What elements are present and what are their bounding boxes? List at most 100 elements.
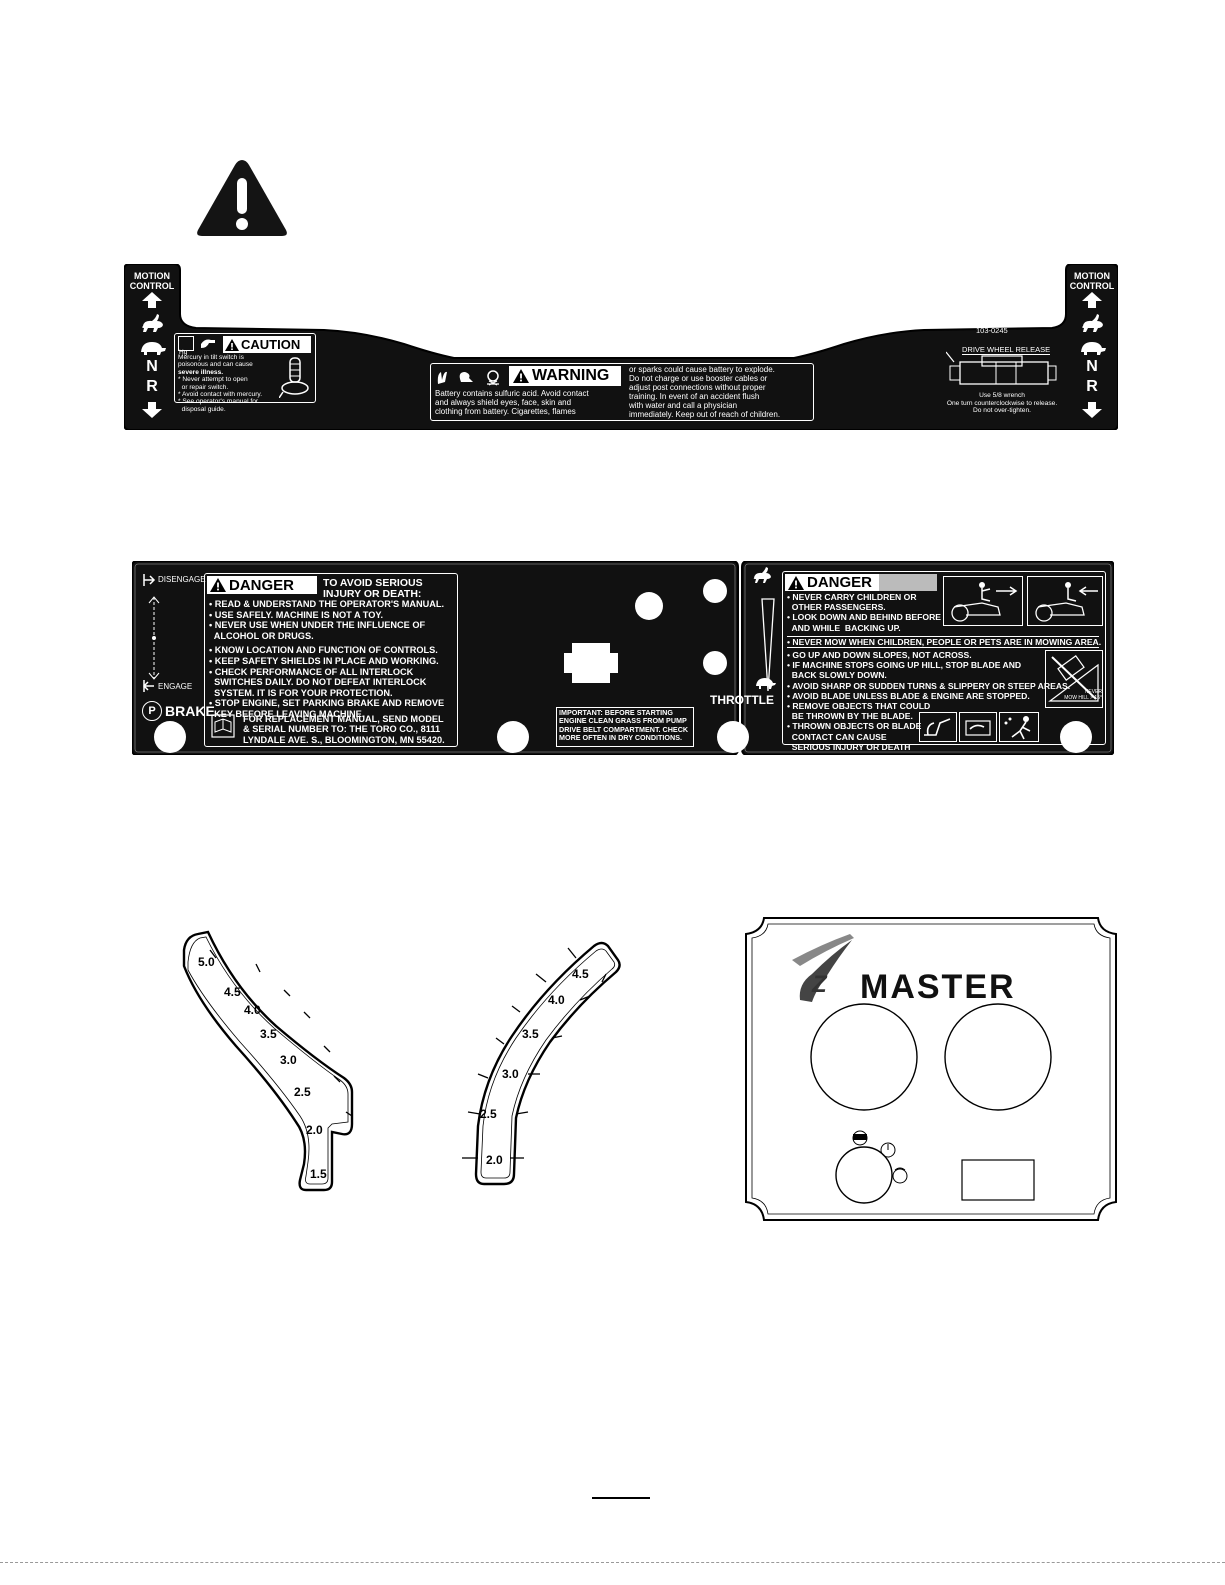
gauge-right-label: 2.0 — [486, 1153, 503, 1167]
warning-heading: WARNING — [532, 367, 610, 384]
hand-hazard-pictogram — [959, 712, 997, 742]
gauge-left-tick — [283, 989, 291, 997]
danger-panel-left: DANGER TO AVOID SERIOUS INJURY OR DEATH:… — [204, 573, 458, 747]
turtle-icon — [141, 342, 166, 355]
gauge-right-label: 3.0 — [502, 1067, 519, 1081]
warning-header: WARNING — [509, 366, 621, 386]
gauge-left-tick — [255, 963, 261, 973]
gauge-left-tick — [209, 949, 217, 959]
reverse-label-right: R — [1086, 378, 1098, 395]
drive-release-diagram — [946, 351, 1057, 385]
rabbit-icon — [142, 314, 163, 332]
gauge-right-tick — [477, 1073, 489, 1079]
disengage-arrow-icon — [143, 574, 156, 586]
never-mow-line: • NEVER MOW WHEN CHILDREN, PEOPLE OR PET… — [787, 636, 1102, 649]
gauge-right-labels: 4.5 4.0 3.5 3.0 2.5 2.0 — [480, 967, 589, 1167]
tilt-switch-icon — [279, 357, 309, 398]
engage-arrow-icon — [142, 680, 154, 692]
throttle-label: THROTTLE — [710, 693, 774, 707]
warning-triangle-icon — [197, 160, 287, 236]
gauge-right-tick — [601, 973, 607, 983]
ignition-opening — [835, 1146, 893, 1204]
battery-warning-panel: WARNING Battery contains sulfuric acid. … — [430, 363, 814, 421]
neutral-label-right: N — [1086, 358, 1098, 375]
gauge-right-tick — [511, 1005, 521, 1013]
gauge-right-tick — [495, 1037, 505, 1045]
zmaster-dash-plate: Z MASTER — [745, 917, 1117, 1221]
motion-control-decal: MOTION CONTROL N R MOTION CONTROL N R CA… — [124, 264, 1118, 430]
manual-book-icon — [211, 714, 235, 738]
gauge-right-ticks — [462, 947, 607, 1159]
turtle-icon — [756, 678, 776, 689]
rabbit-icon — [753, 567, 771, 583]
rabbit-icon — [1082, 314, 1103, 332]
slope-pictogram: NEVER MOW HILL > 15° — [1045, 650, 1103, 708]
gauge-right-tick — [467, 1111, 481, 1115]
gauge-left-tick — [345, 1111, 353, 1117]
never-mow-hill-label: NEVER MOW HILL > 15° — [1064, 689, 1102, 701]
hand-icon — [201, 339, 215, 348]
warning-text-left: Battery contains sulfuric acid. Avoid co… — [435, 389, 589, 416]
hg-label: Hg — [179, 349, 188, 356]
warning-text-right: or sparks could cause battery to explode… — [629, 365, 781, 419]
drive-release-text: Use 5/8 wrench One turn counterclockwise… — [946, 392, 1058, 415]
danger-heading-left: DANGER — [229, 576, 295, 594]
caution-heading: CAUTION — [241, 337, 301, 352]
brake-label: BRAKE — [165, 703, 215, 719]
manual-note: FOR REPLACEMENT MANUAL, SEND MODEL & SER… — [243, 714, 445, 745]
zmaster-z-swoosh — [799, 940, 852, 1002]
caution-panel: CAUTION Hg Mercury in tilt switch is poi… — [174, 333, 316, 413]
motion-control-label-left: MOTION CONTROL — [129, 271, 175, 291]
gauge-right-tick — [567, 947, 577, 959]
danger-list-right-mid: • GO UP AND DOWN SLOPES, NOT ACROSS. • I… — [787, 650, 1071, 752]
gauge-left-label: 4.5 — [224, 985, 241, 999]
hour-meter-opening — [961, 1159, 1035, 1201]
danger-subheading: TO AVOID SERIOUS INJURY OR DEATH: — [323, 577, 423, 600]
gauge-right-label: 4.0 — [548, 993, 565, 1007]
lever-travel-icon — [148, 596, 160, 680]
gauge-left-tick — [303, 1011, 311, 1019]
gauge-opening-right — [944, 1003, 1052, 1111]
gauge-left-tick — [333, 1075, 341, 1083]
arrow-down-icon — [1082, 402, 1102, 418]
disengage-label: DISENGAGE — [158, 575, 206, 584]
gauge-left-label: 2.0 — [306, 1123, 323, 1137]
gauge-left-labels: 5.04.54.03.53.02.52.01.5 — [198, 955, 327, 1181]
alert-icon — [513, 369, 529, 383]
neutral-label-left: N — [146, 358, 158, 375]
console-decal: DISENGAGE ENGAGE P BRAKE DANGER TO AVOID… — [132, 561, 1114, 755]
arrow-down-icon — [142, 402, 162, 418]
drive-release-heading: DRIVE WHEEL RELEASE — [962, 345, 1051, 355]
part-number: 103-0245 — [976, 326, 1008, 335]
key-position-icons — [852, 1130, 908, 1184]
zmaster-logo: MASTER — [860, 968, 1016, 1006]
page-bottom-edge — [0, 1562, 1225, 1563]
alert-icon — [210, 578, 226, 592]
gauge-right-label: 3.5 — [522, 1027, 539, 1041]
gauge-left-label: 2.5 — [294, 1085, 311, 1099]
gauge-right-tick — [551, 1035, 563, 1039]
engage-label: ENGAGE — [158, 682, 193, 691]
danger-heading-right: DANGER — [807, 574, 873, 591]
gauge-left-ticks — [209, 949, 353, 1117]
alert-icon — [788, 575, 804, 590]
reverse-label-left: R — [146, 378, 158, 395]
gauge-left-tick — [323, 1045, 331, 1053]
passenger-pictogram — [943, 576, 1023, 626]
gauge-right-tick — [579, 995, 591, 1001]
gauge-right-label: 4.5 — [572, 967, 589, 981]
gauge-left-label: 3.0 — [280, 1053, 297, 1067]
arrow-up-icon — [1082, 292, 1102, 308]
arrow-up-icon — [142, 292, 162, 308]
gauge-left-label: 5.0 — [198, 955, 215, 969]
caution-header: CAUTION — [223, 336, 311, 353]
gauge-right-tick — [515, 1111, 529, 1115]
danger-list-left: • READ & UNDERSTAND THE OPERATOR'S MANUA… — [209, 599, 445, 719]
battery-safety-icons — [437, 370, 499, 386]
caution-text: Mercury in tilt switch is poisonous and … — [178, 354, 263, 413]
gauge-right-label: 2.5 — [480, 1107, 497, 1121]
speed-gauge-left: 5.04.54.03.53.02.52.01.5 — [182, 930, 354, 1192]
danger-header-left: DANGER — [207, 576, 317, 594]
page-number-rule — [592, 1497, 650, 1499]
alert-icon — [225, 338, 239, 351]
